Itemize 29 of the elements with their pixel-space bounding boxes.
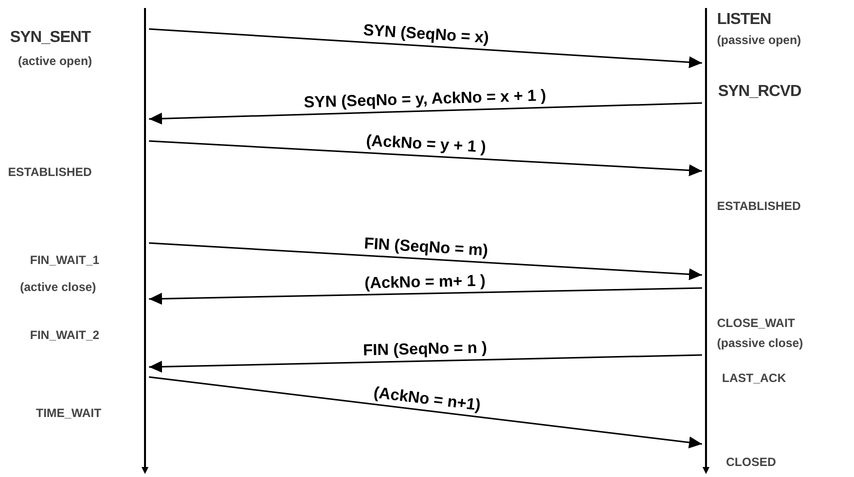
lifeline <box>702 8 710 474</box>
state-label: ESTABLISHED <box>717 200 801 212</box>
state-label: TIME_WAIT <box>36 407 102 419</box>
message-arrow <box>148 102 702 125</box>
state-label: LISTEN <box>717 12 771 28</box>
edge-label: (AckNo = m+ 1 ) <box>364 273 486 292</box>
state-label: CLOSE_WAIT <box>717 317 796 329</box>
message-arrow <box>148 140 702 176</box>
state-label: FIN_WAIT_1 <box>30 254 100 266</box>
message-arrow <box>148 28 702 68</box>
message-arrow <box>148 376 702 448</box>
lifeline <box>141 8 149 474</box>
state-label: (active open) <box>18 55 92 67</box>
state-label: ESTABLISHED <box>8 166 92 178</box>
state-label: FIN_WAIT_2 <box>30 329 100 341</box>
edge-label: (AckNo = y + 1 ) <box>366 134 486 156</box>
edge-label: FIN (SeqNo = m) <box>364 236 488 260</box>
message-arrow <box>148 354 702 373</box>
message-arrow <box>148 242 702 280</box>
message-arrow <box>148 287 702 305</box>
edge-label: SYN (SeqNo = y, AckNo = x + 1 ) <box>304 88 546 112</box>
edge-label: FIN (SeqNo = n ) <box>363 340 488 360</box>
edge-label: (AckNo = n+1) <box>372 385 482 414</box>
state-label: CLOSED <box>726 456 776 468</box>
state-label: LAST_ACK <box>722 372 786 384</box>
state-label: SYN_RCVD <box>718 84 802 100</box>
state-label: (active close) <box>20 281 96 293</box>
edge-label: SYN (SeqNo = x) <box>362 23 490 47</box>
state-label: SYN_SENT <box>10 30 90 46</box>
